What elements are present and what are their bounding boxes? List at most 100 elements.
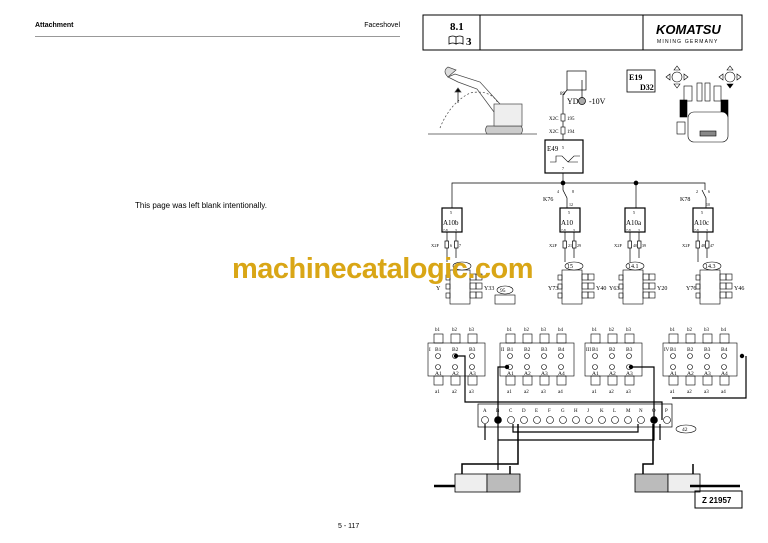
- voltage-label: -10V: [589, 97, 606, 106]
- header-left: Attachment: [35, 22, 74, 29]
- switch-block: [584, 333, 643, 386]
- port-label: A1: [435, 371, 442, 377]
- port: [450, 333, 461, 344]
- contact-icon: [524, 364, 530, 370]
- komatsu-logo: KOMATSU: [656, 22, 721, 37]
- contact-icon: [721, 364, 727, 370]
- valve-port: [695, 292, 701, 299]
- port: [467, 375, 478, 386]
- pin-label: 7-8: [694, 228, 699, 232]
- port-label: B1: [435, 347, 442, 353]
- port-label: a2: [609, 390, 614, 395]
- connector-icon: [637, 240, 642, 249]
- port-label: A4: [558, 371, 565, 377]
- brand-subtitle: MINING GERMANY: [657, 39, 719, 45]
- valve-port: [557, 292, 563, 299]
- port-label: B3: [704, 347, 711, 353]
- valve-port: [725, 291, 733, 299]
- port-label: A2: [609, 371, 616, 377]
- switch-pin-label: 89: [560, 92, 566, 97]
- valve-port: [725, 273, 733, 281]
- port-label: B1: [507, 347, 514, 353]
- port: [522, 375, 533, 386]
- port-label: B1: [670, 347, 677, 353]
- port-label: a3: [541, 390, 546, 395]
- valve-block: [695, 261, 733, 305]
- terminal-strip: [477, 403, 673, 428]
- terminal-label: H: [574, 409, 578, 414]
- port-label: B3: [626, 347, 633, 353]
- terminal-label: C: [509, 409, 513, 414]
- pin-label: 6: [450, 243, 452, 248]
- valve-port: [719, 273, 727, 281]
- relay-k78-label: K78: [680, 197, 690, 203]
- valve-tag: 14.3: [705, 264, 716, 270]
- block-body: [499, 342, 575, 377]
- pin-label: 8: [572, 189, 574, 194]
- terminal-icon: [481, 416, 489, 424]
- title-block: [422, 14, 743, 51]
- contact-icon: [541, 353, 547, 359]
- pin-label: 10: [706, 202, 710, 207]
- terminal-icon: [546, 416, 554, 424]
- contact-icon: [704, 353, 710, 359]
- contact-icon: [704, 364, 710, 370]
- port-label: a2: [452, 390, 457, 395]
- terminal-label: K: [600, 409, 604, 414]
- valve-tag: 15: [567, 264, 573, 270]
- port: [668, 333, 679, 344]
- port: [539, 333, 550, 344]
- port-label: a4: [721, 390, 726, 395]
- port: [556, 333, 567, 344]
- pin-label: 7-8: [626, 228, 631, 232]
- page-number: 5 - 117: [338, 523, 360, 530]
- contact-icon: [507, 353, 513, 359]
- valve-port: [469, 291, 477, 299]
- port: [556, 375, 567, 386]
- pin-label: 5: [633, 210, 635, 215]
- contact-icon: [469, 353, 475, 359]
- contact-icon: [670, 364, 676, 370]
- wiring: [456, 355, 747, 470]
- terminal-icon: [624, 416, 632, 424]
- terminal-label: F: [548, 409, 551, 414]
- contact-icon: [687, 364, 693, 370]
- pin-label: 7: [562, 166, 564, 171]
- port-label: a1: [592, 390, 597, 395]
- terminal-label: E: [535, 409, 538, 414]
- port-label: b2: [452, 328, 458, 333]
- block-body: [662, 342, 738, 377]
- pin-label: 5: [450, 210, 452, 215]
- valve-port: [581, 282, 589, 290]
- connector-icon: [454, 240, 459, 249]
- contact-icon: [435, 364, 441, 370]
- valve-tag-oval: [564, 261, 584, 271]
- terminal-icon: [585, 416, 593, 424]
- port-label: A3: [541, 371, 548, 377]
- e49-label: E49: [547, 145, 559, 153]
- port-label: B4: [558, 347, 565, 353]
- port: [668, 375, 679, 386]
- valve-label: Y33: [484, 286, 494, 292]
- drawing-number-box: [694, 490, 743, 509]
- contact-icon: [524, 353, 530, 359]
- port: [624, 333, 635, 344]
- valve-tag-oval: [452, 261, 472, 271]
- amplifier-module: [624, 207, 646, 262]
- valve-port: [445, 274, 451, 281]
- amplifier-label: A10b: [443, 219, 459, 227]
- tag-95-oval: [496, 285, 514, 295]
- contact-icon: [558, 353, 564, 359]
- port-label: A2: [452, 371, 459, 377]
- valve-label: Y40: [596, 286, 606, 292]
- amplifier-box: [624, 207, 646, 233]
- port-label: B4: [721, 347, 728, 353]
- port-label: b3: [469, 328, 475, 333]
- port: [522, 333, 533, 344]
- terminal-icon: [572, 416, 580, 424]
- valve-port: [725, 282, 733, 290]
- valve-label: Y: [436, 286, 441, 292]
- valve-port: [587, 291, 595, 299]
- tag-95: 95: [500, 288, 506, 294]
- valve-port: [695, 274, 701, 281]
